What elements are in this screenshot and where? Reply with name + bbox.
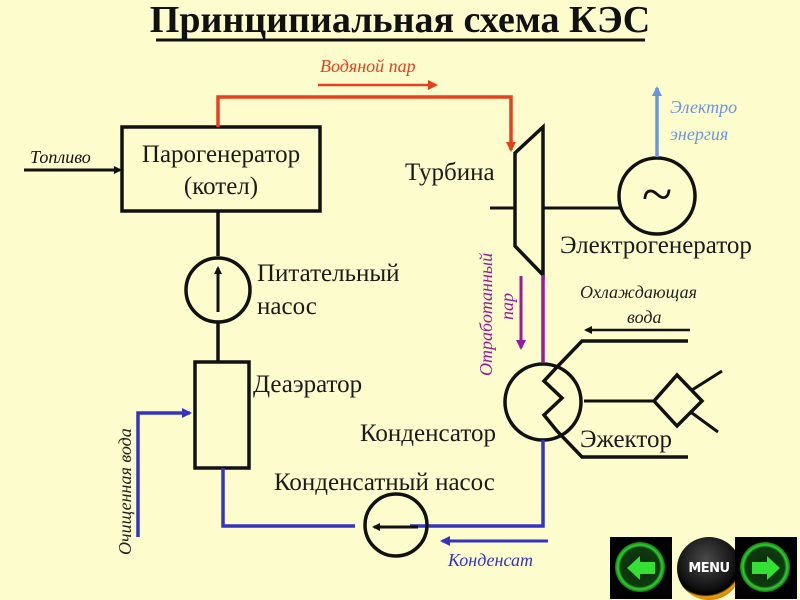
condensate-label: Конденсат [447,550,533,570]
condenser-label: Конденсатор [360,420,496,447]
ejector-symbol [651,372,705,429]
generator-label: Электрогенератор [560,232,752,259]
next-button[interactable] [735,537,797,599]
condensate-line-left [221,468,355,528]
generator-symbol [617,156,697,236]
menu-button[interactable]: MENU [677,537,741,600]
cooling-water-label: Охлаждающая [580,282,697,302]
cooling-coil [541,339,688,459]
deaerator-label: Деаэратор [253,371,362,398]
condenser-symbol [503,362,583,442]
purified-water-label: Очищенная вода [115,428,135,555]
turbine-symbol [513,122,545,280]
menu-label: MENU [688,561,730,576]
electricity-label-2: энергия [670,124,728,144]
feed-pump-label-2: насос [257,293,317,320]
exhaust-steam-label: Отработанный [476,253,496,376]
cooling-water-label-2: вода [627,307,661,327]
feed-pump-label: Питательный [257,260,400,287]
page-title: Принципиальная схема КЭС [150,0,650,41]
steam-line [216,95,516,152]
condensate-pump-symbol [363,492,429,558]
arrow-right-icon [752,556,780,580]
purified-water-line [136,408,192,537]
tilde-icon: ~ [642,164,672,226]
ejector-outlet-1 [691,369,723,392]
condensate-pump-label: Конденсатный насос [274,469,495,496]
ejector-label: Эжектор [580,426,672,453]
fuel-label: Топливо [30,147,91,167]
steam-label: Водяной пар [320,56,416,76]
steam-generator-label: Парогенератор [142,141,300,168]
condensate-line-right [410,440,545,528]
deaerator-box [193,360,251,470]
arrow-left-icon [627,556,655,580]
exhaust-steam-label-2: пар [497,293,517,320]
prev-button[interactable] [610,537,672,599]
ejector-outlet-2 [691,411,719,434]
turbine-label: Турбина [405,159,495,186]
steam-generator-box [120,125,322,213]
steam-generator-sublabel: (котел) [184,173,258,200]
electricity-label: Электро [670,97,737,117]
